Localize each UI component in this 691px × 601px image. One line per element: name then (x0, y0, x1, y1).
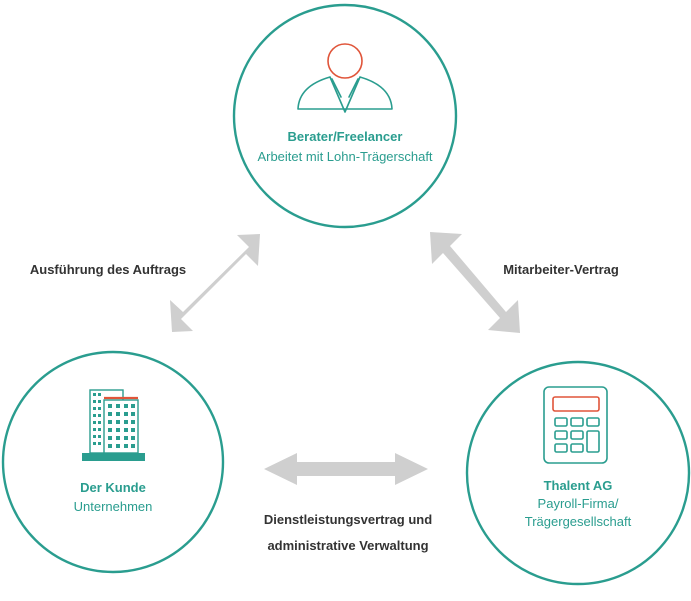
company-subtitle-line2: Trägergesellschaft (525, 514, 632, 529)
arrow-right-diagonal (430, 232, 520, 333)
client-title: Der Kunde (80, 480, 146, 495)
node-consultant: Berater/Freelancer Arbeitet mit Lohn-Trä… (232, 3, 458, 229)
company-title: Thalent AG (544, 478, 613, 493)
relation-label-left: Ausführung des Auftrags (30, 262, 186, 277)
building-icon (82, 389, 145, 461)
company-subtitle-line1: Payroll-Firma/ (538, 496, 619, 511)
consultant-title: Berater/Freelancer (288, 129, 403, 144)
node-client: Der Kunde Unternehmen (1, 350, 225, 574)
person-icon (297, 43, 393, 113)
relation-label-bottom-line2: administrative Verwaltung (267, 538, 428, 553)
client-subtitle: Unternehmen (74, 499, 153, 514)
node-company: Thalent AG Payroll-Firma/ Trägergesellsc… (465, 360, 691, 586)
relation-label-bottom-line1: Dienstleistungsvertrag und (264, 512, 432, 527)
consultant-subtitle: Arbeitet mit Lohn-Trägerschaft (257, 149, 432, 164)
arrow-horizontal (264, 453, 428, 485)
calculator-icon (543, 386, 608, 464)
relation-label-right: Mitarbeiter-Vertrag (503, 262, 619, 277)
arrow-left-diagonal (170, 234, 260, 332)
building-windows (93, 393, 135, 448)
